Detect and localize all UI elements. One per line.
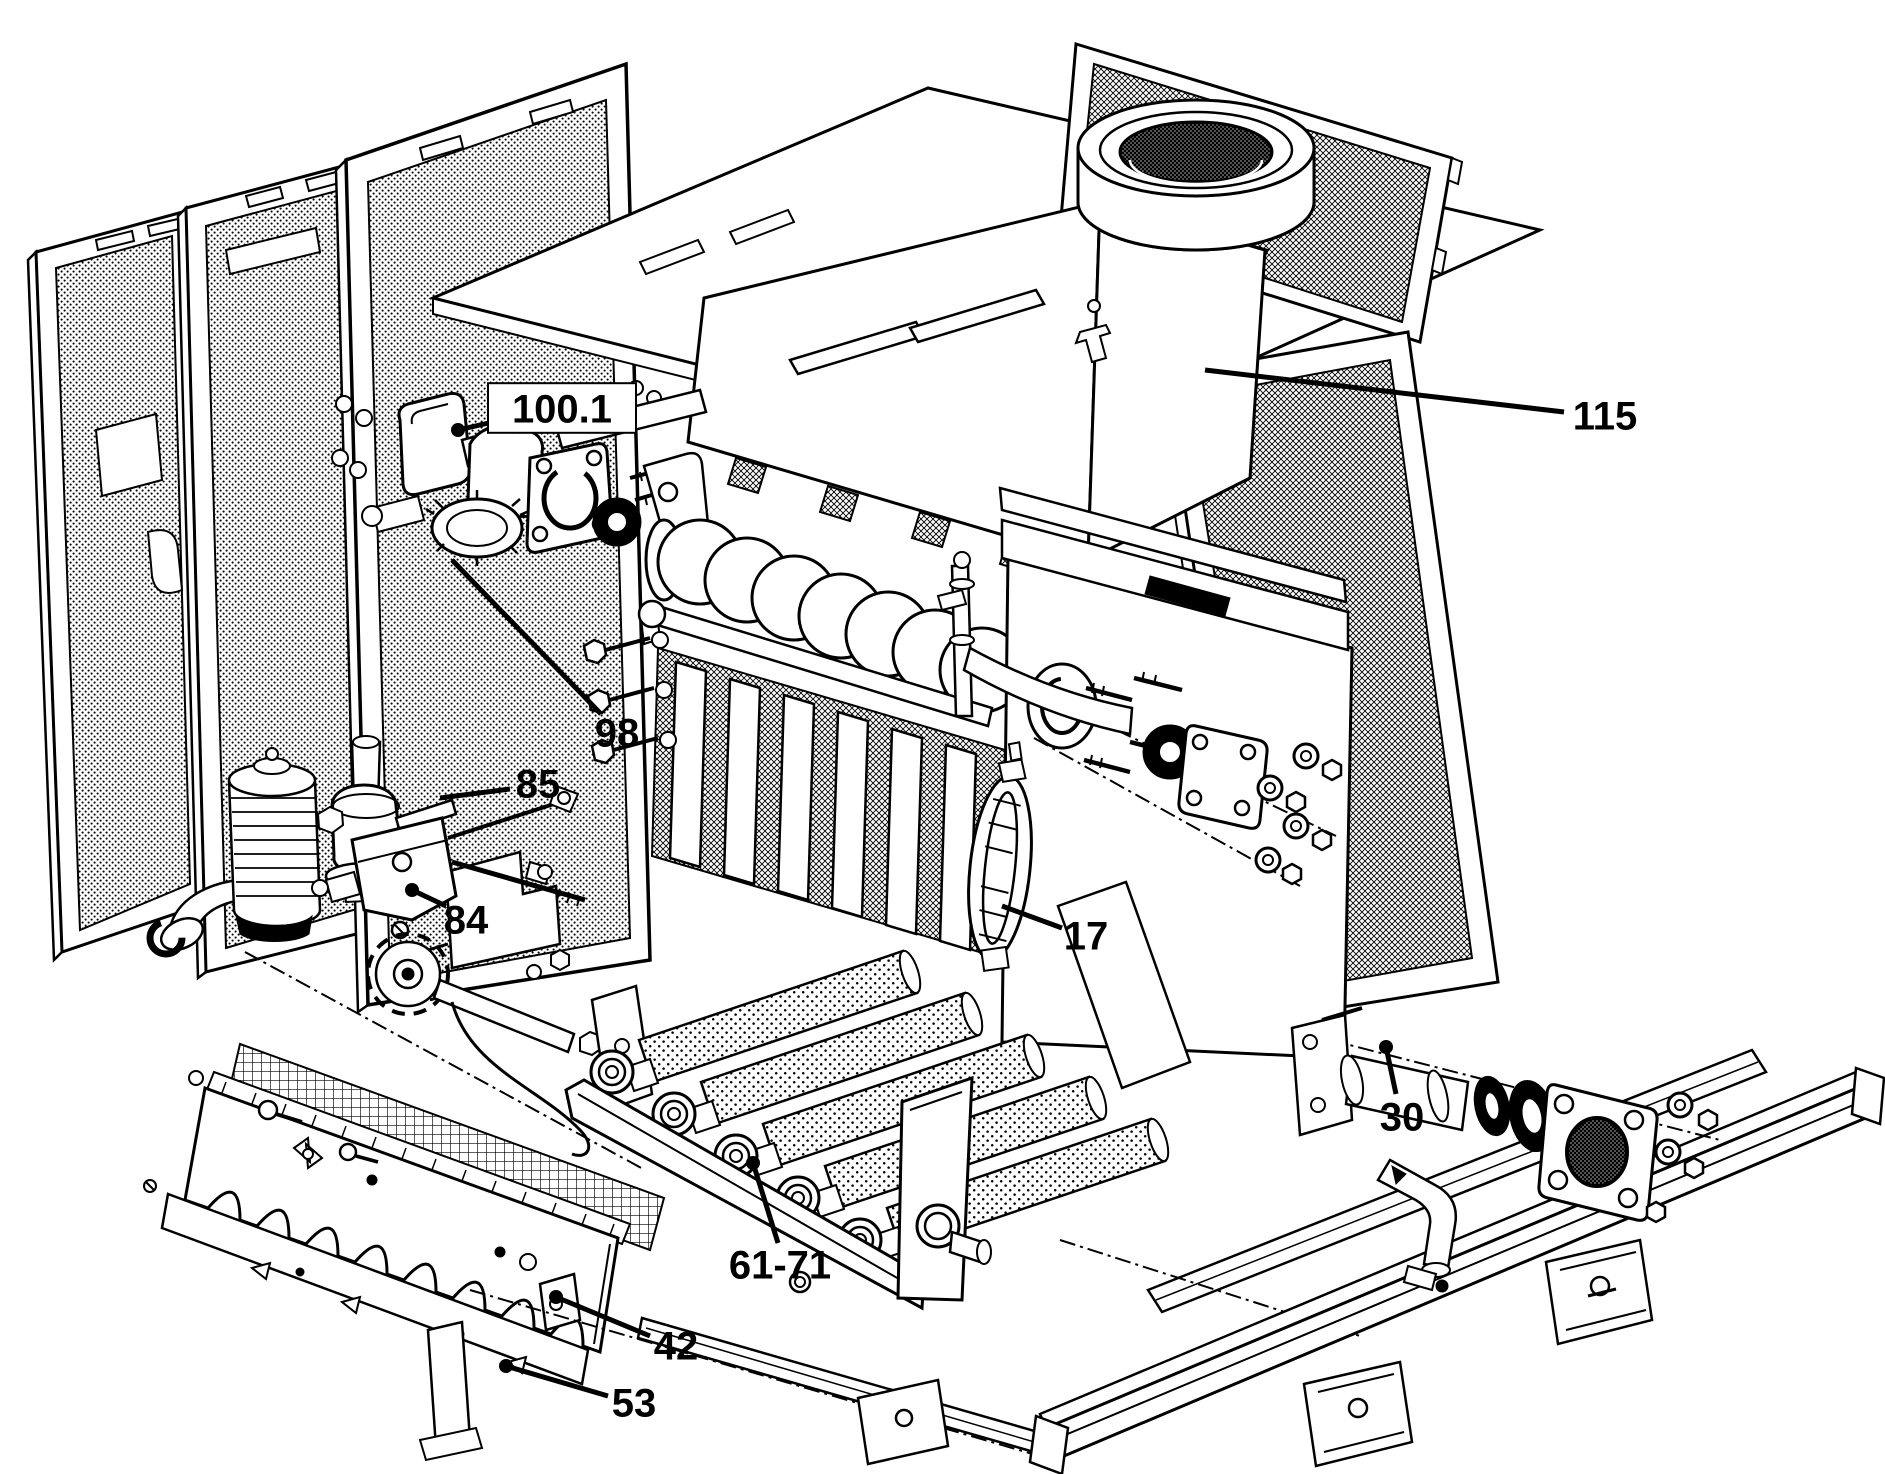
casing-panel-left-2: [176, 160, 392, 981]
part-label-53: 53: [612, 1381, 657, 1425]
leader-line-115: [1204, 367, 1565, 415]
leader-line-30: [1383, 1046, 1399, 1095]
leader-dot-42: [549, 1290, 563, 1304]
leader-dot-53: [499, 1359, 513, 1373]
leader-line-61-71: [750, 1162, 781, 1244]
inspection-cover-plate: [1177, 724, 1269, 830]
part-label-85: 85: [516, 762, 561, 806]
foot-bracket: [1302, 1360, 1414, 1468]
part-label-42: 42: [654, 1324, 699, 1368]
part-label-61-71: 61-71: [729, 1243, 831, 1287]
leader-line-85: [439, 786, 511, 801]
leader-line-17: [1001, 903, 1063, 931]
labels-layer: 100.1 115 98 85 84 17 30 61-71 42 53: [405, 367, 1638, 1425]
leader-dot-30: [1379, 1040, 1393, 1054]
label-box-100.1: [487, 382, 637, 434]
burner-tube: [651, 991, 984, 1137]
flue-collector-hood: [686, 98, 1316, 575]
leader-dot-84: [405, 883, 419, 897]
flue-collar: [1076, 98, 1316, 252]
vent-pipe: [936, 551, 1134, 736]
leader-dot-100.1: [451, 423, 465, 437]
gas-valve-block: [311, 784, 586, 940]
cover-fasteners: [1254, 742, 1343, 886]
return-pipe-connection: [1290, 1006, 1721, 1293]
heat-exchanger: [554, 388, 1354, 1060]
leader-line-98: [450, 558, 603, 716]
leader-line-53: [505, 1363, 609, 1399]
part-label-100.1: 100.1: [512, 387, 612, 431]
part-label-84: 84: [444, 898, 489, 942]
casing-panel-left-1: [26, 208, 212, 963]
foot-bracket: [856, 1378, 950, 1466]
leader-line-42: [555, 1294, 651, 1339]
part-label-17: 17: [1064, 914, 1109, 958]
part-label-98: 98: [595, 711, 640, 755]
leader-dot-61-71: [746, 1156, 760, 1170]
part-label-30: 30: [1380, 1095, 1425, 1139]
manifold-gasket-strip: [204, 1042, 666, 1252]
foot-bracket: [1544, 1238, 1654, 1346]
part-label-115: 115: [1573, 394, 1638, 438]
burner-assembly: [564, 880, 1192, 1311]
burner-tube: [589, 949, 922, 1095]
bottom-strip: [143, 1179, 590, 1386]
